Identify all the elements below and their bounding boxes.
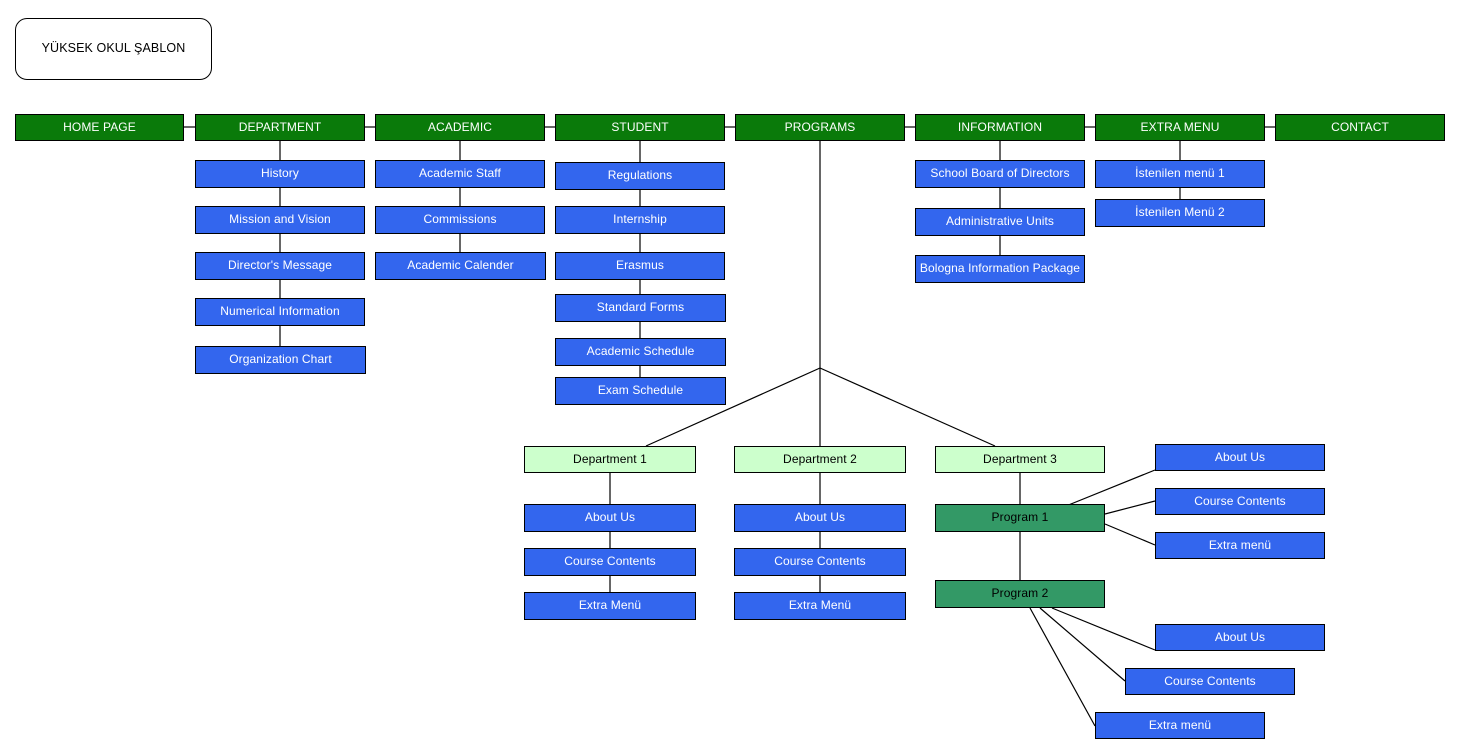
top-menu-label: PROGRAMS (784, 119, 856, 134)
node-label: Erasmus (615, 258, 665, 273)
student-item-internship[interactable]: Internship (555, 206, 725, 234)
node-label: Organization Chart (229, 352, 332, 367)
department-item-mission-and-vision[interactable]: Mission and Vision (195, 206, 365, 234)
node-label: Academic Calender (407, 258, 514, 273)
node-label: Course Contents (564, 554, 656, 569)
information-item-administrative-units[interactable]: Administrative Units (915, 208, 1085, 236)
top-menu-item-student[interactable]: STUDENT (555, 114, 725, 141)
department1-child-extra-menu[interactable]: Extra Menü (524, 592, 696, 620)
department-node-1[interactable]: Department 1 (524, 446, 696, 473)
node-label: Extra Menü (578, 598, 642, 613)
student-item-regulations[interactable]: Regulations (555, 162, 725, 190)
department-item-directors-message[interactable]: Director's Message (195, 252, 365, 280)
department-item-numerical-information[interactable]: Numerical Information (195, 298, 365, 326)
node-label: About Us (584, 510, 636, 525)
node-label: Bologna Information Package (919, 261, 1081, 276)
department2-child-course-contents[interactable]: Course Contents (734, 548, 906, 576)
information-item-bologna-information-package[interactable]: Bologna Information Package (915, 255, 1085, 283)
node-label: Course Contents (1194, 493, 1286, 508)
student-item-exam-schedule[interactable]: Exam Schedule (555, 377, 726, 405)
information-item-school-board-of-directors[interactable]: School Board of Directors (915, 160, 1085, 188)
top-menu-label: DEPARTMENT (238, 119, 322, 134)
program-node-1[interactable]: Program 1 (935, 504, 1105, 532)
node-label: About Us (1214, 629, 1266, 644)
diagram-title-box: YÜKSEK OKUL ŞABLON (15, 18, 212, 80)
program1-child-about-us[interactable]: About Us (1155, 444, 1325, 471)
node-label: Program 2 (991, 586, 1049, 601)
top-menu-label: STUDENT (611, 119, 669, 134)
node-label: Department 3 (983, 451, 1057, 466)
top-menu-item-programs[interactable]: PROGRAMS (735, 114, 905, 141)
extra-menu-item-1[interactable]: İstenilen menü 1 (1095, 160, 1265, 188)
node-label: Director's Message (227, 258, 333, 273)
top-menu-item-information[interactable]: INFORMATION (915, 114, 1085, 141)
node-label: Internship (613, 212, 667, 227)
node-label: Course Contents (774, 554, 866, 569)
program1-child-course-contents[interactable]: Course Contents (1155, 488, 1325, 515)
node-label: Extra menü (1148, 717, 1212, 732)
node-label: Extra menü (1208, 537, 1272, 552)
node-label: Regulations (607, 168, 673, 183)
node-label: Department 2 (783, 451, 857, 466)
node-label: School Board of Directors (930, 166, 1070, 181)
program2-child-about-us[interactable]: About Us (1155, 624, 1325, 651)
top-menu-item-extra-menu[interactable]: EXTRA MENU (1095, 114, 1265, 141)
node-label: Academic Staff (419, 166, 501, 181)
top-menu-item-contact[interactable]: CONTACT (1275, 114, 1445, 141)
top-menu-item-department[interactable]: DEPARTMENT (195, 114, 365, 141)
student-item-academic-schedule[interactable]: Academic Schedule (555, 338, 726, 366)
node-label: İstenilen Menü 2 (1135, 205, 1225, 220)
academic-item-academic-calender[interactable]: Academic Calender (375, 252, 546, 280)
node-label: Program 1 (991, 510, 1049, 525)
department-item-organization-chart[interactable]: Organization Chart (195, 346, 366, 374)
top-menu-label: INFORMATION (957, 119, 1043, 134)
top-menu-label: HOME PAGE (63, 119, 136, 134)
node-label: Numerical Information (220, 304, 340, 319)
top-menu-label: EXTRA MENU (1140, 119, 1220, 134)
top-menu-item-home-page[interactable]: HOME PAGE (15, 114, 184, 141)
top-menu-label: ACADEMIC (427, 119, 493, 134)
node-label: Course Contents (1164, 673, 1256, 688)
department-node-3[interactable]: Department 3 (935, 446, 1105, 473)
node-label: Administrative Units (945, 214, 1055, 229)
node-label: Department 1 (573, 451, 647, 466)
top-menu-item-academic[interactable]: ACADEMIC (375, 114, 545, 141)
program2-child-course-contents[interactable]: Course Contents (1125, 668, 1295, 695)
student-item-erasmus[interactable]: Erasmus (555, 252, 725, 280)
department1-child-about-us[interactable]: About Us (524, 504, 696, 532)
node-label: Standard Forms (596, 300, 685, 315)
program2-child-extra-menu[interactable]: Extra menü (1095, 712, 1265, 739)
department-item-history[interactable]: History (195, 160, 365, 188)
department1-child-course-contents[interactable]: Course Contents (524, 548, 696, 576)
diagram-title-label: YÜKSEK OKUL ŞABLON (41, 41, 186, 56)
node-label: History (260, 166, 300, 181)
node-label: İstenilen menü 1 (1135, 166, 1225, 181)
academic-item-academic-staff[interactable]: Academic Staff (375, 160, 545, 188)
department2-child-about-us[interactable]: About Us (734, 504, 906, 532)
node-label: About Us (1214, 449, 1266, 464)
node-label: Exam Schedule (597, 383, 684, 398)
node-label: Extra Menü (788, 598, 852, 613)
student-item-standard-forms[interactable]: Standard Forms (555, 294, 726, 322)
program1-child-extra-menu[interactable]: Extra menü (1155, 532, 1325, 559)
department2-child-extra-menu[interactable]: Extra Menü (734, 592, 906, 620)
node-label: Mission and Vision (229, 212, 331, 227)
department-node-2[interactable]: Department 2 (734, 446, 906, 473)
program-node-2[interactable]: Program 2 (935, 580, 1105, 608)
node-label: About Us (794, 510, 846, 525)
top-menu-label: CONTACT (1331, 119, 1389, 134)
node-label: Commissions (423, 212, 497, 227)
academic-item-commissions[interactable]: Commissions (375, 206, 545, 234)
extra-menu-item-2[interactable]: İstenilen Menü 2 (1095, 199, 1265, 227)
node-label: Academic Schedule (586, 344, 695, 359)
